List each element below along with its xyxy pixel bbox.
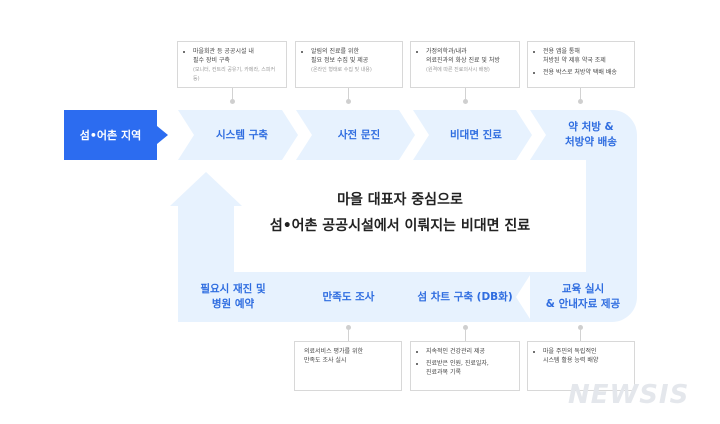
connector-line [348, 88, 349, 100]
note-text: 의료서비스 평가를 위한 만족도 조사 실시 [304, 348, 364, 364]
flow-arrow-prescription [530, 110, 637, 160]
note-item: 알림의 진료를 위한 필요 정보 수집 및 제공 (온라인 형태로 수집 및 내용… [311, 47, 396, 74]
connector-dot [346, 325, 351, 330]
connector-dot [578, 325, 583, 330]
note-prescription-delivery: 전용 앱을 통해 처방된 약 제휴 약국 조제 전용 박스로 처방약 택배 배송 [527, 41, 635, 88]
note-text: 마을회관 등 공공시설 내 필수 장비 구축 [193, 48, 254, 64]
note-text: 가정의학과/내과 의료진과의 화상 진료 및 처방 [426, 48, 500, 64]
connector-dot [463, 99, 468, 104]
note-satisfaction-survey: 의료서비스 평가를 위한 만족도 조사 실시 [294, 341, 402, 391]
step-prescription-delivery: 약 처방 & 처방약 배송 [565, 121, 617, 148]
note-education-guide: 마을 주민의 독립적인 시스템 활용 능력 배양 [527, 341, 635, 391]
note-item: 진료받은 인원, 진료일자, 진료과목 기록 [426, 359, 513, 377]
step-telemedicine: 비대면 진료 [450, 128, 502, 141]
connector-line [348, 329, 349, 341]
step-island-chart-db: 섬 차트 구축 (DB화) [417, 290, 513, 303]
center-title-line-2: 섬•어촌 공공시설에서 이뤄지는 비대면 진료 [269, 218, 531, 234]
note-telemedicine: 가정의학과/내과 의료진과의 화상 진료 및 처방 (원격에 따른 진료의사시 배… [410, 41, 520, 88]
flow-arrow-revisit [178, 272, 298, 322]
connector-line [465, 329, 466, 341]
connector-line [580, 88, 581, 100]
note-subtext: (모니터, 컨트리 공유기, 카메라, 스피커 등) [193, 67, 276, 82]
note-item: 마을 주민의 독립적인 시스템 활용 능력 배양 [543, 347, 628, 365]
note-item: 전용 앱을 통해 처방된 약 제휴 약국 조제 [543, 47, 628, 65]
step-system-build: 시스템 구축 [216, 128, 268, 141]
note-pre-questionnaire: 알림의 진료를 위한 필요 정보 수집 및 제공 (온라인 형태로 수집 및 내용… [295, 41, 403, 88]
step-satisfaction-survey: 만족도 조사 [322, 290, 375, 303]
connector-dot [230, 99, 235, 104]
step-revisit-booking: 필요시 재진 및 병원 예약 [200, 283, 266, 310]
flow-arrow-education [530, 272, 637, 322]
connector-line [580, 329, 581, 341]
flow-arrow-prequestion [296, 110, 415, 160]
flow-arrow-system [178, 110, 298, 160]
note-subtext: (원격에 따른 진료의사시 배정) [426, 67, 490, 73]
note-system-build: 마을회관 등 공공시설 내 필수 장비 구축 (모니터, 컨트리 공유기, 카메라… [177, 41, 287, 88]
entry-arrow-icon [157, 126, 168, 144]
flow-right-column [586, 160, 637, 272]
center-title-line-1: 마을 대표자 중심으로 [337, 192, 463, 208]
connector-dot [463, 325, 468, 330]
note-text: 알림의 진료를 위한 필요 정보 수집 및 제공 [311, 48, 369, 64]
flow-arrow-telemedicine [413, 110, 532, 160]
flow-up-arrow [170, 172, 242, 272]
connector-line [465, 88, 466, 100]
note-item: 지속적인 건강관리 제공 [426, 347, 513, 356]
center-title: 마을 대표자 중심으로 섬•어촌 공공시설에서 이뤄지는 비대면 진료 [250, 187, 550, 239]
note-item: 가정의학과/내과 의료진과의 화상 진료 및 처방 (원격에 따른 진료의사시 배… [426, 47, 513, 74]
step-education-guide: 교육 실시 & 안내자료 제공 [545, 283, 621, 310]
connector-dot [346, 99, 351, 104]
connector-line [232, 88, 233, 100]
note-subtext: (온라인 형태로 수집 및 내용) [311, 67, 372, 73]
flow-arrow-satisfaction [280, 272, 415, 322]
watermark-logo: NEWSIS [568, 380, 690, 410]
connector-dot [578, 99, 583, 104]
start-box-island-region: 섬•어촌 지역 [64, 110, 157, 160]
note-item: 전용 박스로 처방약 택배 배송 [543, 68, 628, 77]
note-item: 마을회관 등 공공시설 내 필수 장비 구축 (모니터, 컨트리 공유기, 카메라… [193, 47, 280, 83]
note-island-chart-db: 지속적인 건강관리 제공 진료받은 인원, 진료일자, 진료과목 기록 [410, 341, 520, 391]
flow-arrow-chart [397, 272, 532, 322]
step-pre-questionnaire: 사전 문진 [337, 128, 381, 141]
